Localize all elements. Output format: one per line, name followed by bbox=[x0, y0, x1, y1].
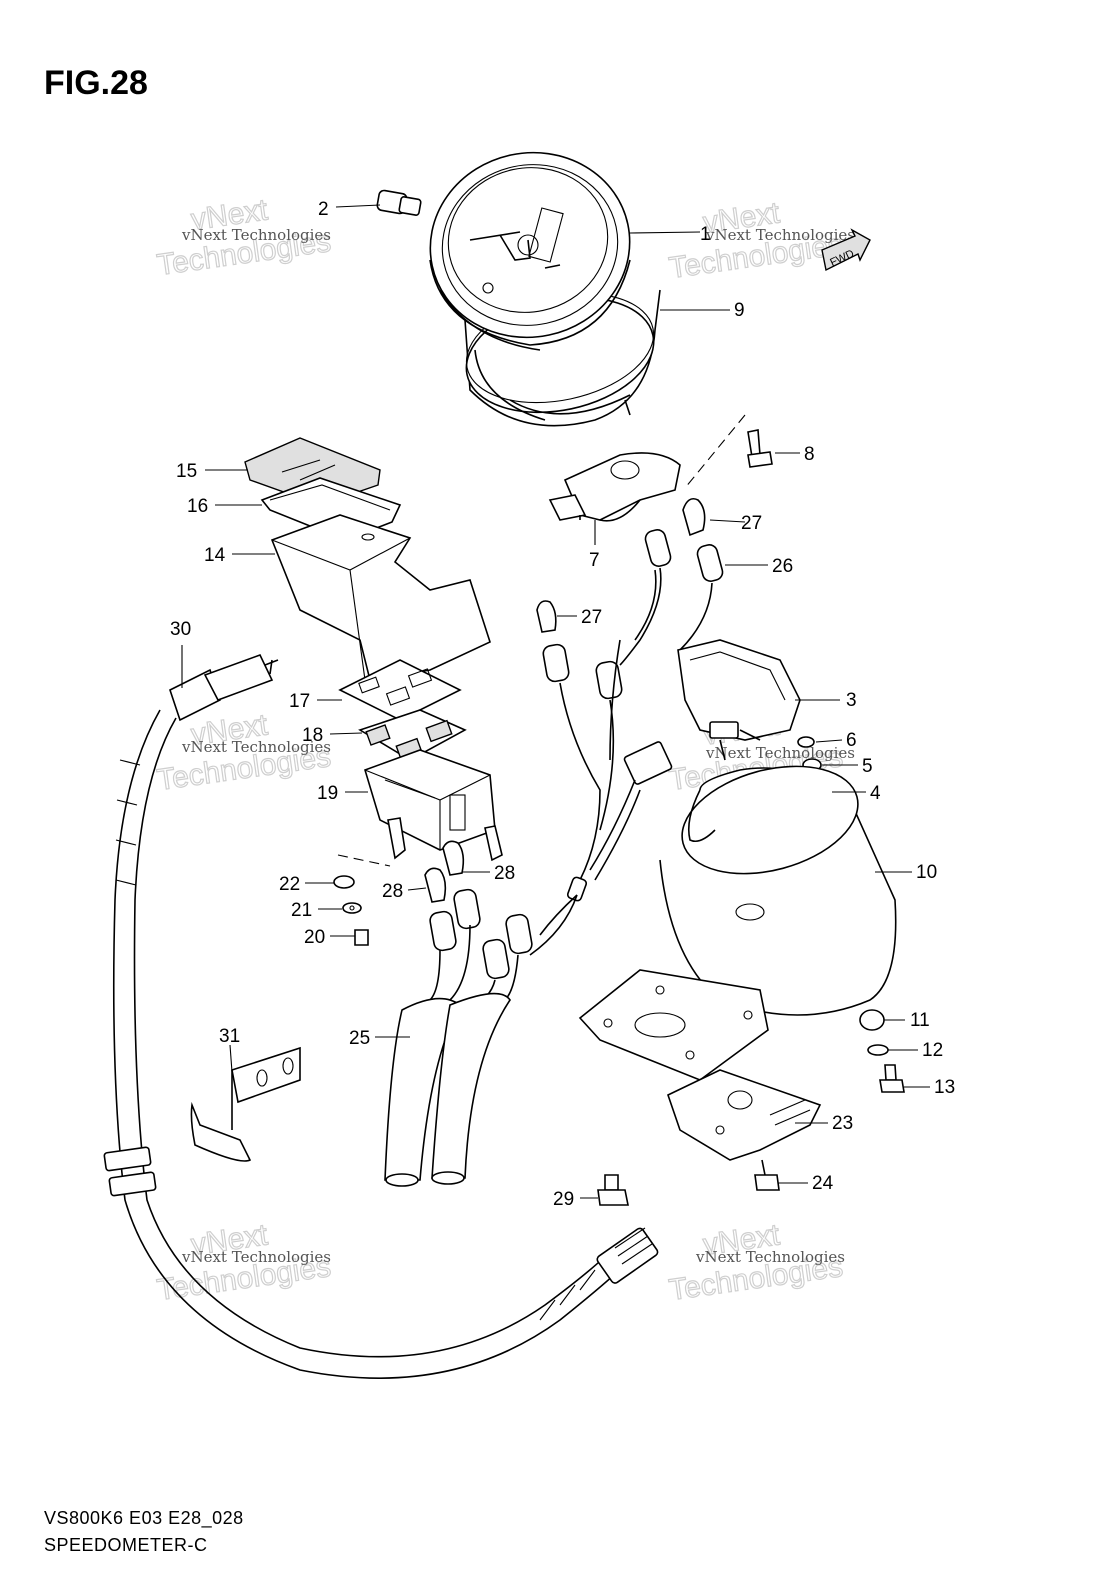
callout-7: 7 bbox=[589, 550, 600, 571]
case-10 bbox=[659, 765, 897, 1016]
fwd-arrow: FWD bbox=[821, 228, 871, 272]
section-name: SPEEDOMETER-C bbox=[44, 1535, 208, 1555]
watermark-small-3: vNext Technologies bbox=[181, 738, 331, 756]
harness-25 bbox=[384, 888, 533, 1187]
bolt-8 bbox=[684, 414, 773, 489]
callout-11: 11 bbox=[910, 1010, 930, 1031]
body-19 bbox=[364, 749, 503, 862]
callout-13: 13 bbox=[934, 1077, 955, 1098]
callout-15: 15 bbox=[176, 461, 197, 482]
callout-1: 1 bbox=[700, 224, 711, 245]
bulb-27-upper bbox=[682, 497, 706, 537]
watermark-small-1: vNext Technologies bbox=[181, 226, 331, 244]
cover-23 bbox=[667, 1069, 822, 1161]
washer-22 bbox=[333, 875, 355, 889]
grommet-11 bbox=[859, 1009, 885, 1031]
leader-lines bbox=[181, 204, 930, 1199]
washer-12 bbox=[867, 1044, 889, 1056]
callout-26: 26 bbox=[772, 556, 793, 577]
bracket-base bbox=[578, 969, 769, 1081]
bulb-28-a bbox=[424, 867, 447, 903]
socket-3 bbox=[677, 639, 801, 761]
screw-20 bbox=[354, 929, 369, 946]
watermark-small-6: vNext Technologies bbox=[695, 1248, 845, 1266]
bolt-29 bbox=[597, 1174, 629, 1206]
bracket-7 bbox=[548, 452, 681, 522]
callout-25: 25 bbox=[349, 1028, 370, 1049]
callout-21: 21 bbox=[291, 900, 312, 921]
model-code: VS800K6 E03 E28_028 bbox=[44, 1508, 244, 1528]
harness-26 bbox=[619, 529, 724, 666]
callout-22: 22 bbox=[279, 874, 300, 895]
bulb-27-lower bbox=[536, 600, 557, 633]
callout-27-upper: 27 bbox=[741, 513, 762, 534]
clamp-31 bbox=[190, 1046, 301, 1162]
callout-31: 31 bbox=[219, 1026, 240, 1047]
callout-17: 17 bbox=[289, 691, 310, 712]
figure-title: FIG.28 bbox=[44, 64, 148, 102]
watermark-small-4: vNext Technologies bbox=[705, 744, 855, 762]
screw-24 bbox=[754, 1159, 780, 1191]
housing-14 bbox=[270, 514, 491, 681]
callout-28-a: 28 bbox=[382, 881, 403, 902]
panel-17 bbox=[338, 659, 462, 721]
watermark-small-5: vNext Technologies bbox=[181, 1248, 331, 1266]
callout-18: 18 bbox=[302, 725, 323, 746]
callout-12: 12 bbox=[922, 1040, 943, 1061]
callout-20: 20 bbox=[304, 927, 325, 948]
callout-23: 23 bbox=[832, 1113, 853, 1134]
callout-4: 4 bbox=[870, 783, 881, 804]
washer-21 bbox=[342, 902, 362, 914]
washer-6 bbox=[797, 736, 815, 748]
callout-27-lower: 27 bbox=[581, 607, 602, 628]
callout-3: 3 bbox=[846, 690, 857, 711]
bolt-13 bbox=[879, 1064, 905, 1093]
bulb-28-b bbox=[442, 840, 465, 876]
callout-19: 19 bbox=[317, 783, 338, 804]
callout-2: 2 bbox=[318, 199, 329, 220]
callout-8: 8 bbox=[804, 444, 815, 465]
callout-9: 9 bbox=[734, 300, 745, 321]
callout-16: 16 bbox=[187, 496, 208, 517]
callout-24: 24 bbox=[812, 1173, 834, 1194]
callout-14: 14 bbox=[204, 545, 226, 566]
callout-5: 5 bbox=[862, 756, 873, 777]
callout-10: 10 bbox=[916, 862, 937, 883]
callout-29: 29 bbox=[553, 1189, 574, 1210]
callout-6: 6 bbox=[846, 730, 857, 751]
callout-28-b: 28 bbox=[494, 863, 515, 884]
watermark-small-2: vNext Technologies bbox=[705, 226, 855, 244]
callout-numbers: 1 2 3 4 5 6 7 8 9 10 11 12 13 14 15 16 1… bbox=[170, 199, 955, 1210]
harness-center bbox=[529, 639, 673, 956]
callout-30: 30 bbox=[170, 619, 191, 640]
speedometer-assembly bbox=[376, 151, 661, 427]
cable-30 bbox=[103, 654, 659, 1379]
